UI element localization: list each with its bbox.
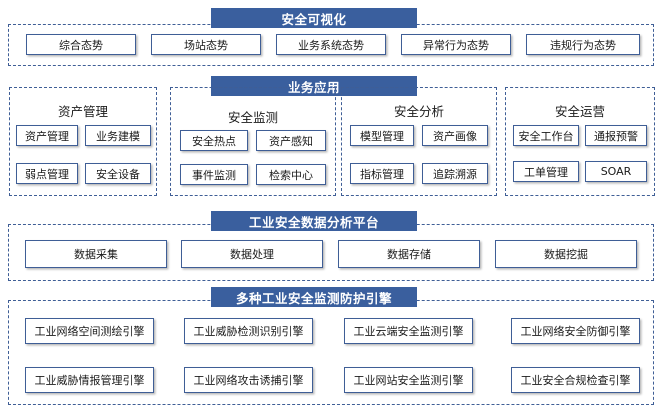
engine-attack-trapping: 工业网络攻击诱捕引擎 <box>184 367 313 393</box>
business-modeling-item: 业务建模 <box>85 125 151 146</box>
visualization-banner: 安全可视化 <box>211 8 417 28</box>
event-monitoring-item: 事件监测 <box>180 164 248 185</box>
group-security-operations <box>505 87 655 196</box>
indicator-management-item: 指标管理 <box>350 163 414 184</box>
engine-network-defense: 工业网络安全防御引擎 <box>511 318 640 344</box>
platform-banner: 工业安全数据分析平台 <box>211 211 417 231</box>
group-security-analysis <box>341 87 497 196</box>
data-collection-item: 数据采集 <box>25 240 167 268</box>
vis-item-violation-behavior: 违规行为态势 <box>526 34 640 55</box>
asset-awareness-item: 资产感知 <box>256 130 326 151</box>
asset-profile-item: 资产画像 <box>422 125 488 146</box>
security-hotspot-item: 安全热点 <box>180 130 248 151</box>
alert-notification-item: 通报预警 <box>585 125 647 146</box>
vis-item-station: 场站态势 <box>151 34 261 55</box>
engines-banner: 多种工业安全监测防护引擎 <box>211 287 417 307</box>
ticket-management-item: 工单管理 <box>513 161 579 182</box>
security-device-item: 安全设备 <box>85 163 151 184</box>
data-storage-item: 数据存储 <box>338 240 480 268</box>
data-processing-item: 数据处理 <box>181 240 323 268</box>
vis-item-business-system: 业务系统态势 <box>276 34 386 55</box>
group-asset-management <box>9 87 157 196</box>
engine-website-monitoring: 工业网站安全监测引擎 <box>344 367 473 393</box>
engine-threat-detection: 工业威胁检测识别引擎 <box>184 318 313 344</box>
asset-management-item: 资产管理 <box>16 125 78 146</box>
data-mining-item: 数据挖掘 <box>495 240 637 268</box>
engine-cloud-monitoring: 工业云端安全监测引擎 <box>344 318 473 344</box>
group-security-operations-title: 安全运营 <box>554 104 605 119</box>
vis-item-abnormal-behavior: 异常行为态势 <box>401 34 511 55</box>
vulnerability-management-item: 弱点管理 <box>16 163 78 184</box>
security-workbench-item: 安全工作台 <box>513 125 579 146</box>
model-management-item: 模型管理 <box>350 125 414 146</box>
soar-item: SOAR <box>585 161 647 182</box>
engine-threat-intelligence: 工业威胁情报管理引擎 <box>25 367 154 393</box>
search-center-item: 检索中心 <box>256 164 326 185</box>
engine-compliance-check: 工业安全合规检查引擎 <box>511 367 640 393</box>
vis-item-overall: 综合态势 <box>26 34 136 55</box>
group-asset-management-title: 资产管理 <box>57 104 108 119</box>
engine-cyberspace-mapping: 工业网络空间测绘引擎 <box>25 318 154 344</box>
group-security-monitoring-title: 安全监测 <box>227 110 278 125</box>
group-security-analysis-title: 安全分析 <box>393 104 444 119</box>
trace-source-item: 追踪溯源 <box>422 163 488 184</box>
group-security-monitoring <box>170 87 336 196</box>
